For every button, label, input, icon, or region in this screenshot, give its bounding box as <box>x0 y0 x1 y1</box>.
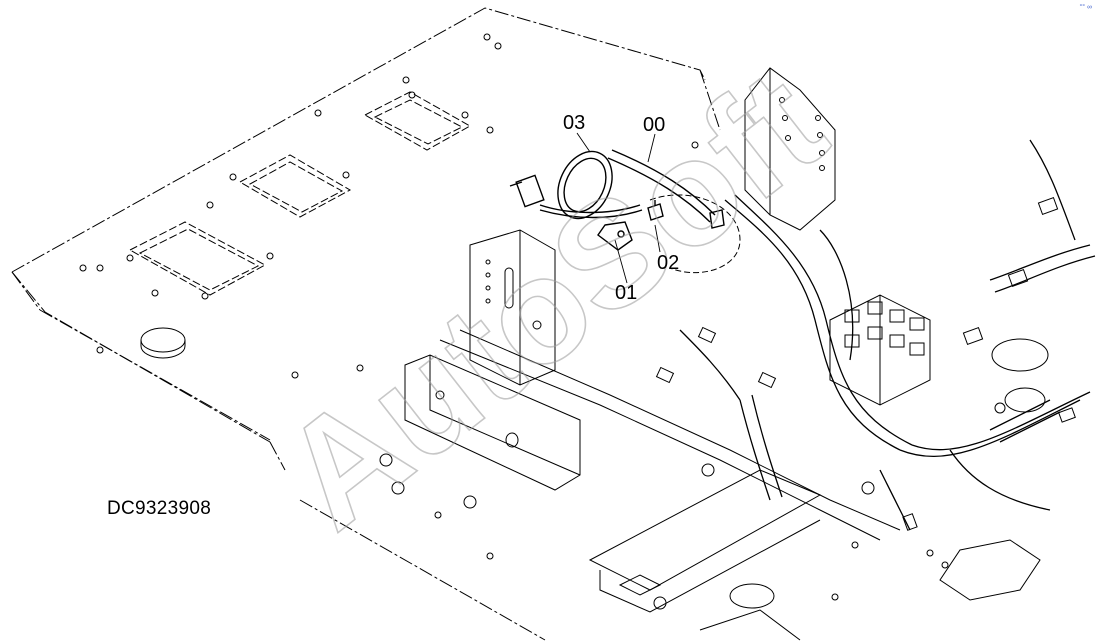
bracket-01 <box>597 221 633 251</box>
bolt-02 <box>647 200 664 221</box>
round-cover <box>140 327 186 359</box>
relay-block <box>829 294 931 406</box>
callout-00: 00 <box>643 114 666 136</box>
left-bracket <box>469 229 556 386</box>
floor-plate-outline <box>11 7 721 641</box>
assembly-outline <box>649 194 741 274</box>
floor-plate-edge <box>11 271 271 441</box>
callout-02: 02 <box>657 252 680 274</box>
plate-holes <box>79 33 949 601</box>
cable-assembly <box>509 149 725 251</box>
seat-rails <box>439 329 901 613</box>
cutout-left <box>128 221 267 296</box>
cutout-middle <box>238 154 352 218</box>
connectors <box>655 196 1076 531</box>
callout-leaders <box>576 132 661 284</box>
crossbeam <box>404 354 581 491</box>
drawing-number: DC9323908 <box>107 498 212 519</box>
wire-harness <box>679 139 1096 531</box>
corner-mark: °° ∞ <box>1079 4 1092 11</box>
right-bracket <box>744 67 836 231</box>
callout-03: 03 <box>563 112 586 134</box>
callout-01: 01 <box>615 282 638 304</box>
bolts <box>379 402 1006 610</box>
cutout-top <box>363 91 472 151</box>
